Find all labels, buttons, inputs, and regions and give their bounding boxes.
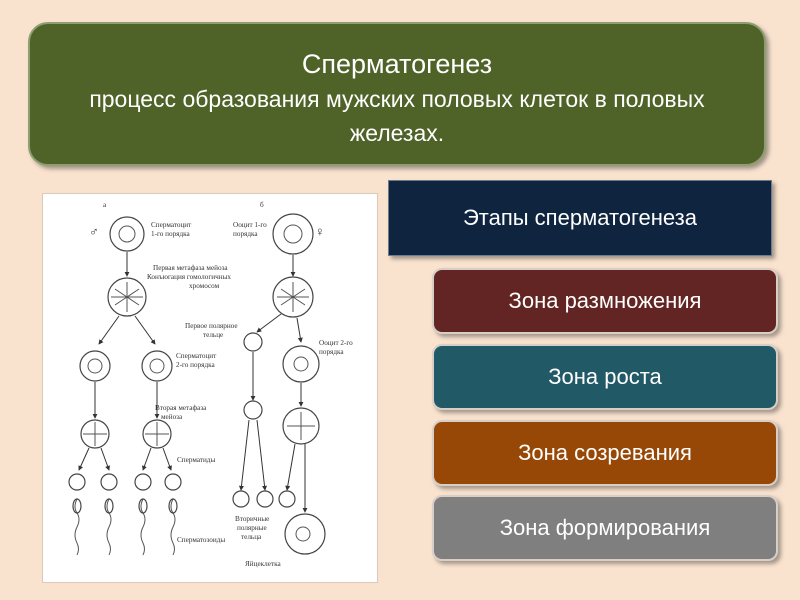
secondary-polar-body <box>232 490 250 508</box>
spermatocyte-2-cell <box>141 350 173 382</box>
egg-cell <box>284 513 326 555</box>
spermatozoon <box>140 498 146 556</box>
metaphase-2-oocyte <box>282 407 320 445</box>
spindle <box>287 412 315 440</box>
panel-a-label: а <box>103 201 107 209</box>
label-metaphase-2-l2: мейоза <box>161 413 183 421</box>
zone-maturation-box: Зона созревания <box>432 420 778 486</box>
spermatozoon <box>74 498 80 556</box>
panel-b-label: б <box>260 201 264 209</box>
secondary-polar-body <box>256 490 274 508</box>
label-metaphase-1-l3: хромосом <box>189 282 220 290</box>
male-symbol: ♂ <box>89 224 99 239</box>
metaphase-1-male-cell <box>107 277 147 317</box>
spermatozoon-head <box>72 498 82 514</box>
label-oocyte-1-l1: Ооцит 1-го <box>233 221 267 229</box>
arrow <box>296 317 303 343</box>
arrow <box>78 447 90 471</box>
metaphase-2-cell <box>80 419 110 449</box>
female-symbol: ♀ <box>315 224 325 239</box>
arrow <box>98 315 120 345</box>
oocyte-2-nucleus <box>293 356 309 372</box>
label-polar-1-l1: Первое полярное <box>185 322 238 330</box>
spindle <box>111 282 143 312</box>
zone-reproduction-box: Зона размножения <box>432 268 778 334</box>
spermatozoon-head <box>104 498 114 514</box>
spermatid-cell <box>100 473 118 491</box>
arrow <box>256 313 282 333</box>
arrow <box>285 443 296 491</box>
title-box: Сперматогенез процесс образования мужски… <box>28 22 766 166</box>
label-metaphase-1-l1: Первая метафаза мейоза <box>153 264 228 272</box>
spermatocyte-2-nucleus <box>149 358 165 374</box>
label-oocyte-2-l2: порядка <box>319 348 344 356</box>
arrow <box>256 419 268 491</box>
label-oocyte-2-l1: Ооцит 2-го <box>319 339 353 347</box>
metaphase-1-female-cell <box>272 276 314 318</box>
oocyte-2-cell <box>282 345 320 383</box>
arrow <box>238 419 250 491</box>
spermatozoon-head <box>168 498 178 514</box>
label-spermatocyte-2-l1: Сперматоцит <box>176 352 217 360</box>
polar-body-metaphase <box>243 400 263 420</box>
spindle <box>277 282 309 312</box>
spindle <box>83 422 107 446</box>
meiosis-diagram: а б ♂ ♀ Сперматоцит 1-го порядка Ооцит 1… <box>68 201 353 568</box>
polar-body-1 <box>243 332 263 352</box>
arrow <box>100 447 110 471</box>
label-spermatocyte-1-l2: 1-го порядка <box>151 230 191 238</box>
metaphase-2-cell <box>142 419 172 449</box>
label-spermatocyte-1-l1: Сперматоцит <box>151 221 192 229</box>
label-polar-2-l2: полярные <box>237 524 267 532</box>
label-metaphase-1-l2: Конъюгация гомологичных <box>147 273 231 281</box>
label-polar-2-l1: Вторичные <box>235 515 269 523</box>
label-spermatids: Сперматиды <box>177 456 215 464</box>
secondary-polar-body <box>278 490 296 508</box>
spermatid-cell <box>68 473 86 491</box>
label-polar-1-l2: тельце <box>203 331 223 339</box>
label-polar-2-l3: тельца <box>241 533 262 541</box>
spermatozoon <box>170 498 176 556</box>
egg-nucleus <box>295 526 311 542</box>
spermatozoon <box>106 498 112 556</box>
label-oocyte-1-l2: порядка <box>233 230 258 238</box>
spermatid-cell <box>134 473 152 491</box>
zone-growth-box: Зона роста <box>432 344 778 410</box>
spindle <box>145 422 169 446</box>
arrow <box>162 447 172 471</box>
spermatocyte-2-nucleus <box>87 358 103 374</box>
spermatozoon-head <box>138 498 148 514</box>
label-metaphase-2-l1: Вторая метафаза <box>155 404 207 412</box>
page-subtitle: процесс образования мужских половых клет… <box>89 86 705 146</box>
arrow <box>134 315 156 345</box>
spermatid-cell <box>164 473 182 491</box>
page-title: Сперматогенез <box>301 49 493 79</box>
spermatocyte-2-cell <box>79 350 111 382</box>
spermatocyte-1-nucleus <box>118 225 136 243</box>
spermatocyte-1-cell <box>109 216 145 252</box>
arrow <box>142 447 152 471</box>
oocyte-1-cell <box>272 213 314 255</box>
label-egg: Яйцеклетка <box>245 560 281 568</box>
label-spermatocyte-2-l2: 2-го порядка <box>176 361 216 369</box>
zone-formation-box: Зона формирования <box>432 495 778 561</box>
label-spermatozoa: Сперматозоиды <box>177 536 225 544</box>
oocyte-1-nucleus <box>283 224 303 244</box>
stages-heading: Этапы сперматогенеза <box>388 180 772 256</box>
spermatogenesis-oogenesis-figure: а б ♂ ♀ Сперматоцит 1-го порядка Ооцит 1… <box>42 193 378 583</box>
